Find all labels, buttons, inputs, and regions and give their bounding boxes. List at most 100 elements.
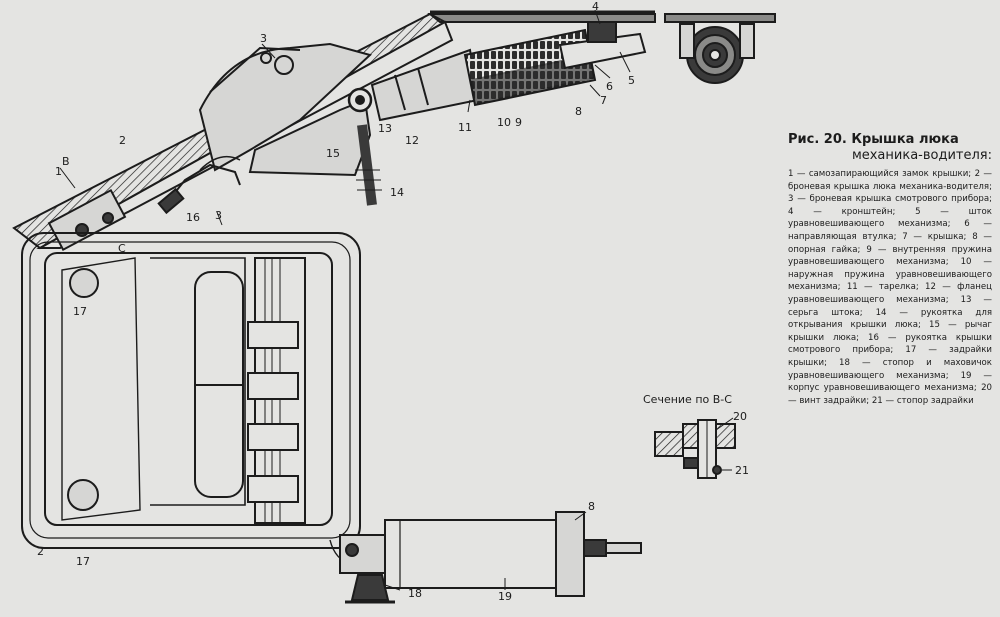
callouts: 1 2 3 4 5 6 7 8 9 10 11 12 13 14 15 16 3… (37, 0, 749, 603)
legend-text: крышка; (927, 231, 973, 242)
legend-text: внутренняя пружина уравновешивающего мех… (788, 244, 993, 268)
end-view (664, 13, 776, 84)
callout-B: В (62, 155, 70, 168)
plan-latch-17-bottom (67, 479, 99, 511)
legend-text: стопор и маховичок уравновешивающего мех… (788, 357, 992, 381)
lever-15 (248, 98, 372, 177)
bracket-4 (587, 21, 617, 43)
callout-C: С (118, 242, 126, 255)
callout-2-plan: 2 (37, 545, 44, 558)
legend-item: 19 — корпус уравновешивающего механизма; (788, 371, 992, 394)
balancing-mechanism (329, 511, 642, 604)
legend-number: 20 — (788, 383, 992, 406)
plan-latch-17-top (69, 268, 99, 298)
legend-item: 18 — стопор и маховичок уравновешивающег… (788, 358, 992, 381)
plan-view (21, 232, 361, 549)
legend-item: 6 — направляющая втулка; (788, 219, 992, 242)
callout-18: 18 (408, 587, 422, 600)
callout-21: 21 (735, 464, 749, 477)
legend-text: броневая крышка смотрового прибора; (809, 194, 993, 205)
legend-text: опорная гайка; (788, 244, 867, 255)
legend-item: 11 — тарелка; (847, 282, 925, 292)
legend-number: 1 — (788, 169, 809, 179)
legend-item: 17 — задрайки крышки; (788, 345, 992, 368)
callout-3-plan: 3 (215, 209, 222, 222)
legend-number: 6 — (964, 219, 993, 230)
flywheel-18 (350, 574, 390, 601)
legend-number: 5 — (915, 206, 969, 217)
legend-number: 14 — (875, 307, 921, 318)
handle-16 (164, 163, 241, 206)
legend-number: 19 — (960, 370, 992, 381)
legend-item: 12 — фланец уравновешивающего механизма; (788, 282, 992, 305)
legend-text: рукоятка для открывания крышки люка; (788, 307, 992, 331)
legend-list: 1 — самозапирающийся замок крышки; 2 — б… (788, 168, 992, 407)
plan-outer-frame (21, 232, 361, 549)
callout-9: 9 (515, 116, 522, 129)
legend-item: 14 — рукоятка для открывания крышки люка… (788, 308, 992, 331)
legend-item: 7 — крышка; (902, 232, 972, 242)
legend-number: 4 — (788, 206, 842, 217)
legend-number: 9 — (866, 244, 893, 255)
callout-14: 14 (390, 186, 404, 199)
side-view (12, 10, 656, 252)
legend-number: 7 — (902, 231, 928, 242)
plan-observation-cover-3 (150, 257, 246, 506)
legend-number: 13 — (960, 294, 992, 305)
legend-item: 10 — наружная пружина уравновешивающего … (788, 257, 992, 292)
callout-6: 6 (606, 80, 613, 93)
callout-10: 10 (497, 116, 511, 129)
legend-number: 8 — (972, 231, 992, 242)
callout-3: 3 (260, 32, 267, 45)
legend-item: 4 — кронштейн; (788, 207, 915, 217)
legend-item: 16 — рукоятка крышки смотрового прибора; (788, 333, 992, 356)
callout-20: 20 (733, 410, 747, 423)
hull-plate (427, 13, 656, 23)
legend-item: 8 — опорная гайка; (788, 232, 992, 255)
legend-number: 16 — (868, 332, 906, 343)
callout-15: 15 (326, 147, 340, 160)
legend-item: 13 — серьга штока; (788, 295, 992, 318)
legend-text: рычаг крышки люка; (788, 320, 992, 343)
callout-2: 2 (119, 134, 126, 147)
caption-title: Рис. 20. Крышка люка (788, 132, 959, 147)
callout-13: 13 (378, 122, 392, 135)
caption-subtitle: механика-водителя: (851, 148, 992, 163)
housing-19 (384, 519, 581, 589)
legend-number: 2 — (974, 169, 992, 179)
legend-item: 21 — стопор задрайки (872, 396, 974, 406)
legend-text: направляющая втулка; (788, 231, 903, 242)
figure-caption: Рис. 20. Крышка люка механика-водителя: … (788, 132, 992, 407)
legend-number: 15 — (929, 320, 965, 331)
legend-number: 12 — (925, 282, 958, 293)
legend-text: корпус уравновешивающего механизма; (788, 383, 982, 394)
legend-number: 21 — (871, 395, 897, 406)
legend-text: серьга штока; (788, 307, 876, 318)
legend-number: 11 — (846, 282, 879, 293)
callout-7: 7 (600, 94, 607, 107)
legend-text: броневая крышка люка механика-водителя; (788, 181, 992, 192)
legend-item: 20 — винт задрайки; (788, 383, 992, 406)
legend-text: винт задрайки; (799, 395, 872, 406)
callout-8-bottom: 8 (588, 500, 595, 513)
legend-item: 1 — самозапирающийся замок крышки; (788, 169, 975, 179)
legend-text: задрайки крышки; (788, 345, 993, 368)
legend-item: 2 — броневая крышка люка механика-водите… (788, 169, 992, 192)
rod-end (583, 539, 607, 557)
legend-text: кронштейн; (841, 206, 916, 217)
callout-12: 12 (405, 134, 419, 147)
legend-number: 10 — (960, 257, 992, 268)
legend-number: 3 — (788, 194, 810, 205)
legend-item: 15 — рычаг крышки люка; (788, 320, 992, 343)
section-label: Сечение по В-С (643, 393, 732, 406)
legend-text: тарелка; (878, 282, 926, 293)
callout-5: 5 (628, 74, 635, 87)
legend-text: фланец уравновешивающего механизма; (788, 282, 992, 305)
callout-1: 1 (55, 165, 62, 178)
legend-number: 17 — (905, 345, 950, 356)
callout-17-top: 17 (73, 305, 87, 318)
section-bc (654, 419, 736, 479)
callout-17-bottom: 17 (76, 555, 90, 568)
